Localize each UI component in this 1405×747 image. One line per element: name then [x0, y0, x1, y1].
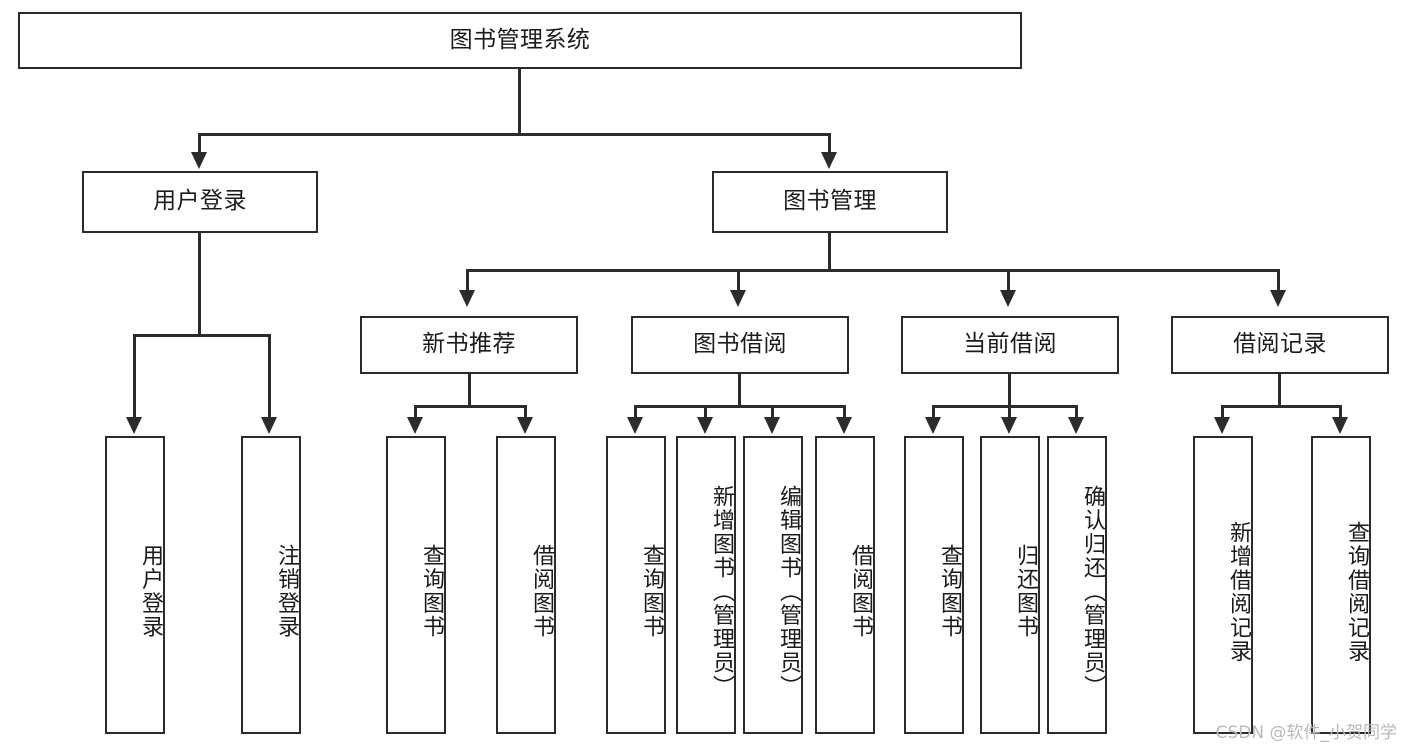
node-label: 用户登录: [138, 544, 163, 640]
connector-current-borrow-rail: [932, 405, 1078, 408]
connector-bb-leaf-2: [704, 405, 707, 419]
connector-new-book-leaf-2: [524, 405, 527, 419]
connector-root-stem: [518, 69, 521, 135]
node-label: 当前借阅: [963, 331, 1057, 358]
connector-book-borrow-stem: [738, 374, 741, 407]
connector-br-leaf-2: [1339, 405, 1342, 419]
leaf-br-add-record[interactable]: 新增借阅记录: [1193, 436, 1253, 734]
node-label: 新增图书（管理员）: [709, 485, 734, 699]
leaf-nb-query-book[interactable]: 查询图书: [386, 436, 446, 734]
leaf-cb-query-book[interactable]: 查询图书: [904, 436, 964, 734]
connector-br-leaf-1: [1221, 405, 1224, 419]
connector-borrow-record-stem: [1278, 374, 1281, 407]
node-label: 借阅图书: [848, 544, 873, 640]
arrowhead-book-borrow: [730, 290, 746, 307]
connector-to-book-borrow: [737, 269, 740, 292]
leaf-nb-borrow-book[interactable]: 借阅图书: [496, 436, 556, 734]
connector-new-book-rail: [414, 405, 527, 408]
node-borrow-record[interactable]: 借阅记录: [1171, 316, 1389, 374]
connector-borrow-record-rail: [1221, 405, 1342, 408]
node-label: 借阅记录: [1233, 331, 1327, 358]
node-label: 归还图书: [1013, 544, 1038, 640]
connector-root-to-book-mgmt: [828, 133, 831, 155]
node-label: 注销登录: [274, 544, 299, 640]
node-book-borrow[interactable]: 图书借阅: [631, 316, 849, 374]
arrowhead-bb-leaf-2: [697, 417, 713, 434]
node-label: 查询图书: [419, 544, 444, 640]
leaf-bb-borrow-book[interactable]: 借阅图书: [815, 436, 875, 734]
arrowhead-bb-leaf-1: [627, 417, 643, 434]
arrowhead-cb-leaf-3: [1068, 417, 1084, 434]
watermark: CSDN @软件_小贺同学: [1215, 723, 1397, 743]
arrowhead-cb-leaf-1: [925, 417, 941, 434]
node-current-borrow[interactable]: 当前借阅: [901, 316, 1119, 374]
node-label: 用户登录: [153, 188, 247, 215]
node-label: 图书管理: [783, 188, 877, 215]
connector-user-login-rail: [133, 334, 270, 337]
node-label: 图书借阅: [693, 331, 787, 358]
connector-book-mgmt-rail: [466, 269, 1280, 272]
arrowhead-bb-leaf-3: [764, 417, 780, 434]
connector-bb-leaf-1: [634, 405, 637, 419]
connector-to-current-borrow: [1007, 269, 1010, 292]
leaf-cb-return-book[interactable]: 归还图书: [980, 436, 1040, 734]
node-label: 编辑图书（管理员）: [776, 485, 801, 699]
node-label: 图书管理系统: [449, 26, 591, 53]
connector-new-book-stem: [468, 374, 471, 407]
connector-book-borrow-rail: [634, 405, 846, 408]
leaf-br-query-record[interactable]: 查询借阅记录: [1311, 436, 1371, 734]
arrowhead-user-login: [191, 152, 207, 169]
node-new-book-recommend[interactable]: 新书推荐: [360, 316, 578, 374]
arrowhead-bb-leaf-4: [836, 417, 852, 434]
connector-user-login-leaf-1: [133, 334, 136, 419]
arrowhead-leaf-user-login: [126, 417, 142, 434]
connector-new-book-leaf-1: [414, 405, 417, 419]
connector-to-borrow-record: [1277, 269, 1280, 292]
node-user-login[interactable]: 用户登录: [82, 171, 318, 233]
connector-bb-leaf-4: [843, 405, 846, 419]
connector-cb-leaf-3: [1075, 405, 1078, 419]
arrowhead-cb-leaf-2: [1001, 417, 1017, 434]
arrowhead-br-leaf-2: [1332, 417, 1348, 434]
connector-book-mgmt-stem: [828, 233, 831, 271]
leaf-logout[interactable]: 注销登录: [241, 436, 301, 734]
connector-root-to-user-login: [198, 133, 201, 155]
arrowhead-br-leaf-1: [1214, 417, 1230, 434]
node-root-system[interactable]: 图书管理系统: [18, 12, 1022, 69]
node-label: 新增借阅记录: [1226, 520, 1251, 664]
arrowhead-leaf-logout: [261, 417, 277, 434]
connector-user-login-leaf-2: [268, 334, 271, 419]
leaf-cb-confirm-return[interactable]: 确认归还（管理员）: [1047, 436, 1107, 734]
connector-cb-leaf-2: [1008, 405, 1011, 419]
arrowhead-borrow-record: [1270, 290, 1286, 307]
node-label: 查询图书: [937, 544, 962, 640]
connector-current-borrow-stem: [1008, 374, 1011, 407]
node-label: 借阅图书: [529, 544, 554, 640]
connector-root-rail: [198, 133, 831, 136]
leaf-bb-query-book[interactable]: 查询图书: [606, 436, 666, 734]
connector-bb-leaf-3: [771, 405, 774, 419]
arrowhead-nb-leaf-1: [407, 417, 423, 434]
arrowhead-nb-leaf-2: [517, 417, 533, 434]
node-label: 查询图书: [639, 544, 664, 640]
leaf-bb-edit-book[interactable]: 编辑图书（管理员）: [743, 436, 803, 734]
arrowhead-current-borrow: [1000, 290, 1016, 307]
node-label: 新书推荐: [422, 331, 516, 358]
leaf-bb-add-book[interactable]: 新增图书（管理员）: [676, 436, 736, 734]
arrowhead-new-book: [459, 290, 475, 307]
node-book-management[interactable]: 图书管理: [712, 171, 948, 233]
arrowhead-book-mgmt: [821, 152, 837, 169]
node-label: 确认归还（管理员）: [1080, 485, 1105, 699]
connector-user-login-stem: [198, 233, 201, 336]
connector-to-new-book: [466, 269, 469, 292]
connector-cb-leaf-1: [932, 405, 935, 419]
node-label: 查询借阅记录: [1344, 520, 1369, 664]
leaf-user-login[interactable]: 用户登录: [105, 436, 165, 734]
